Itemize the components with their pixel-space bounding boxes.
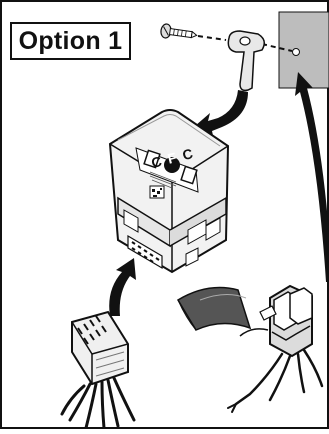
mount-hole [292,48,300,56]
alignment-line [197,35,293,52]
cable-icon [60,376,136,430]
connector-icon [71,310,129,386]
bracket-icon [227,30,265,92]
device-body [108,109,230,274]
mount-plate [278,11,329,89]
arrow-bracket-to-device [188,90,248,140]
right-connector [239,284,313,358]
latch-piece [259,305,277,321]
screw-icon [160,23,198,39]
right-cable-icon [227,348,324,413]
marking-letter-3: C [180,145,195,164]
adhesive-strip [176,286,252,331]
option-label: Option 1 [10,22,131,60]
arrow-connector-to-device [109,258,136,316]
arrow-to-mount [295,72,329,282]
